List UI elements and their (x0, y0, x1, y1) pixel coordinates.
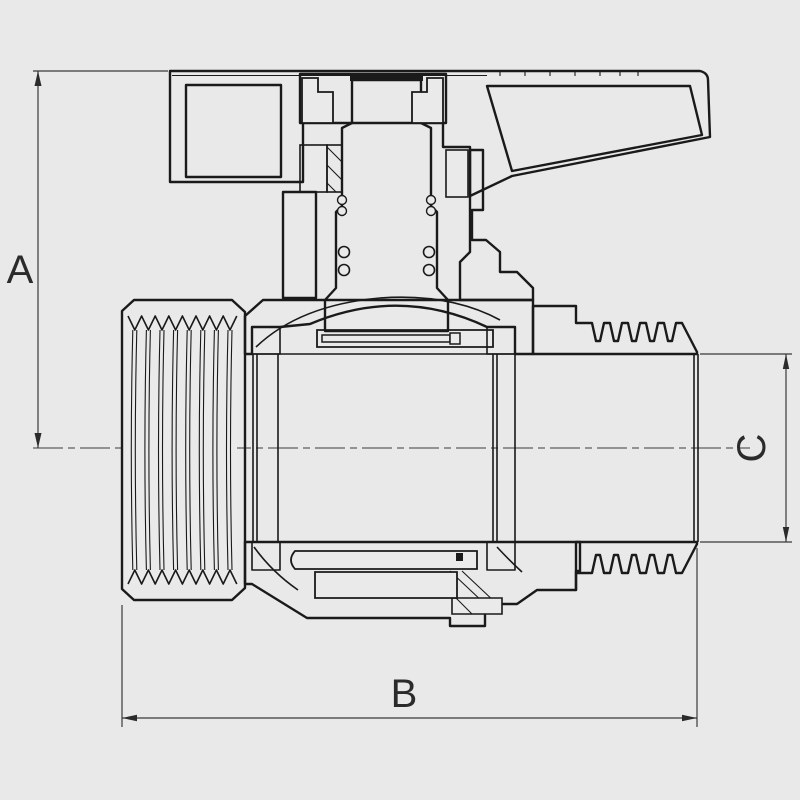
gland-nut-left (301, 77, 334, 124)
male-end-face (693, 354, 699, 542)
stem-oring (337, 263, 351, 277)
handle-lever (168, 69, 712, 198)
stem-top-cap (350, 74, 423, 81)
dim-label-b: B (391, 672, 418, 716)
dim-label-c: C (730, 434, 774, 463)
dimension-a: A (7, 70, 168, 448)
stem-oring (422, 263, 436, 277)
stem-oring (337, 245, 351, 259)
valve-body (243, 298, 699, 628)
bonnet-neck (281, 144, 535, 302)
valve-seats (251, 326, 516, 571)
dimension-c: C (700, 353, 792, 543)
dimension-b: B (121, 548, 698, 727)
gland-nut-right (411, 77, 444, 124)
stem-oring (422, 245, 436, 259)
male-thread-bottom (574, 540, 699, 592)
female-bore (126, 316, 237, 584)
internal-thread-lines (130, 329, 233, 571)
stem (323, 74, 450, 333)
dim-label-a: A (7, 248, 34, 292)
male-thread-top (531, 304, 699, 356)
female-thread-end (120, 298, 247, 602)
ball (253, 296, 523, 599)
